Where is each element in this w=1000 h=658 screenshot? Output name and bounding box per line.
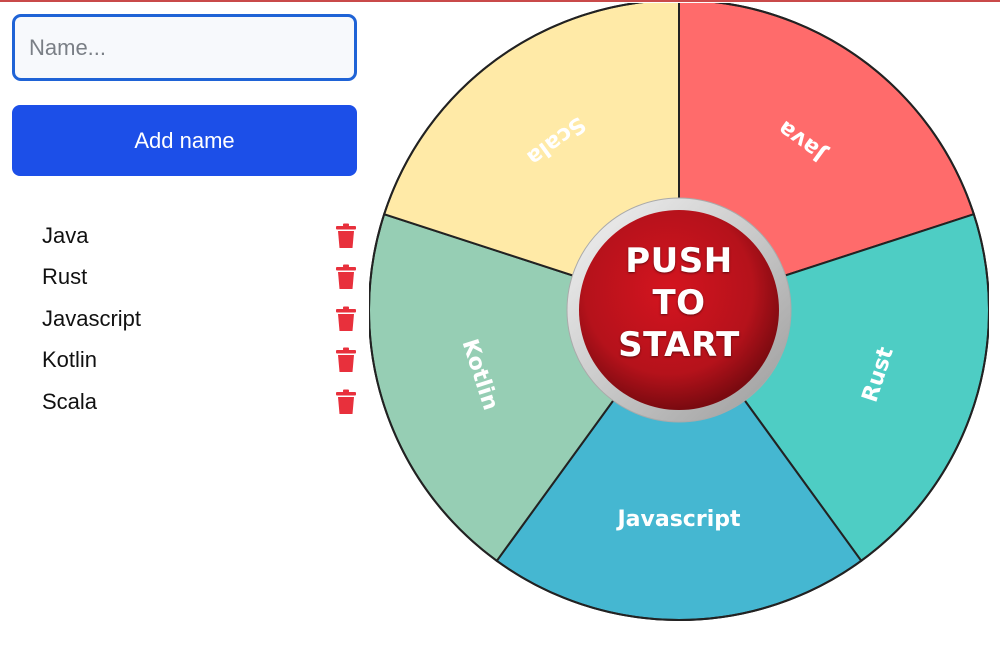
sidebar: Add name Java Rust Java: [12, 14, 357, 423]
push-to-start-button[interactable]: PUSH TO START: [569, 193, 789, 413]
name-label: Rust: [42, 264, 88, 290]
name-input[interactable]: [12, 14, 357, 81]
name-list: Java Rust Javascript: [12, 215, 357, 423]
list-item: Javascript: [12, 298, 357, 340]
name-label: Java: [42, 222, 89, 248]
name-label: Scala: [42, 388, 98, 414]
delete-button[interactable]: [335, 264, 357, 290]
trash-icon: [336, 347, 356, 373]
wheel-rim: [369, 3, 989, 621]
delete-button[interactable]: [335, 306, 357, 332]
delete-button[interactable]: [335, 347, 357, 373]
trash-icon: [336, 223, 356, 248]
list-item: Java: [12, 215, 357, 257]
trash-icon: [336, 306, 356, 331]
delete-button[interactable]: [335, 389, 357, 415]
wheel-label-javascript: Javascript: [615, 507, 740, 532]
name-label: Kotlin: [42, 347, 98, 373]
list-item: Rust: [12, 257, 357, 299]
name-label: Javascript: [42, 305, 142, 331]
trash-icon: [336, 264, 356, 290]
list-item: Scala: [12, 381, 357, 423]
top-border: [0, 0, 1000, 2]
push-to-start-label: PUSH TO START: [618, 241, 740, 365]
delete-button[interactable]: [335, 223, 357, 249]
push-button-face: [579, 210, 779, 410]
list-item: Kotlin: [12, 340, 357, 382]
add-name-button[interactable]: Add name: [12, 105, 357, 176]
trash-icon: [336, 389, 356, 414]
